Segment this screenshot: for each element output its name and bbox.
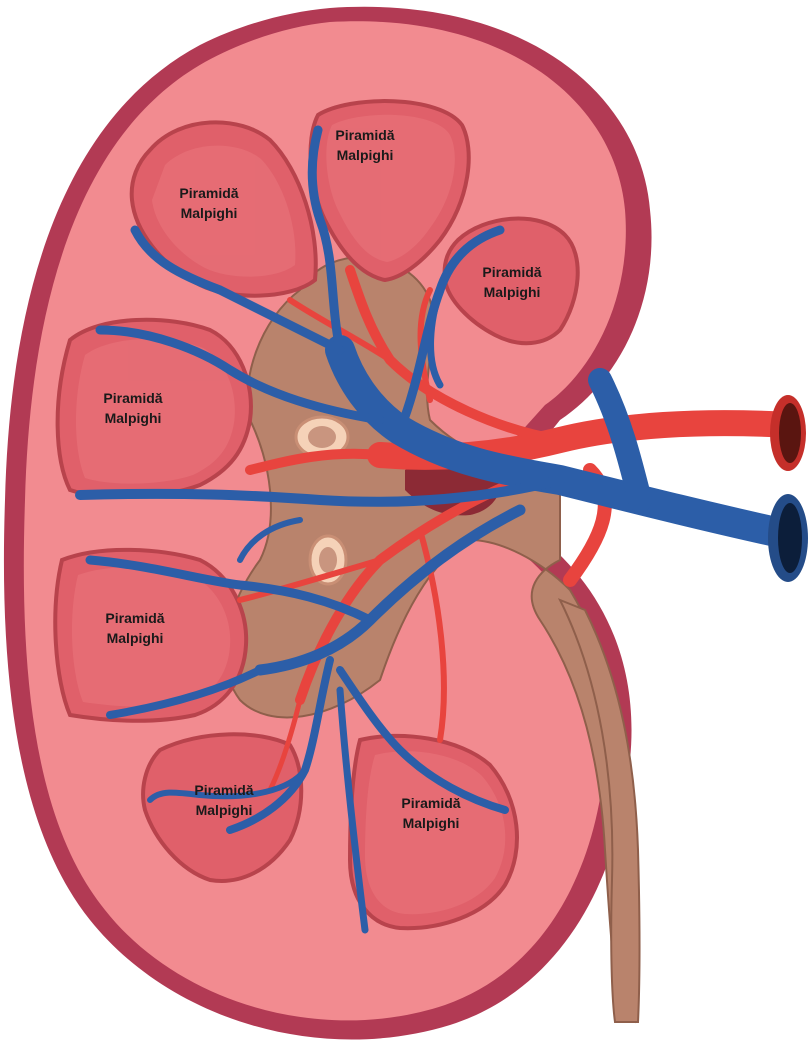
renal-veins [75,125,805,934]
pyramid-6 [141,732,304,883]
ureter [557,598,641,1023]
